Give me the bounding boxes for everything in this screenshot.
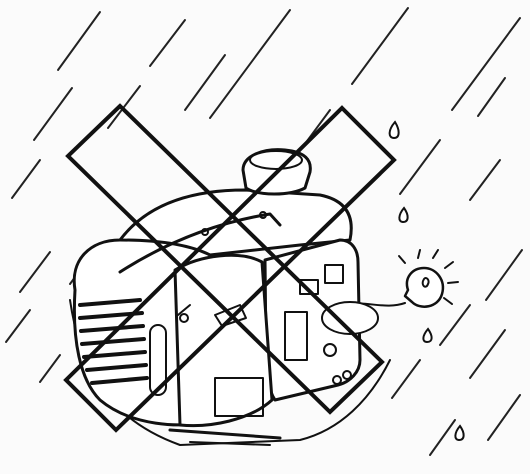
raindrops bbox=[388, 120, 465, 442]
cord-plug bbox=[321, 301, 379, 335]
raindrop-icon bbox=[388, 120, 400, 140]
generator-icon bbox=[69, 148, 391, 446]
x-mark bbox=[63, 103, 397, 433]
raindrop-icon bbox=[454, 424, 465, 442]
light-bulb-icon bbox=[398, 249, 459, 308]
rain-streaks bbox=[5, 7, 523, 456]
raindrop-icon bbox=[422, 327, 433, 344]
raindrop-icon bbox=[398, 206, 409, 224]
